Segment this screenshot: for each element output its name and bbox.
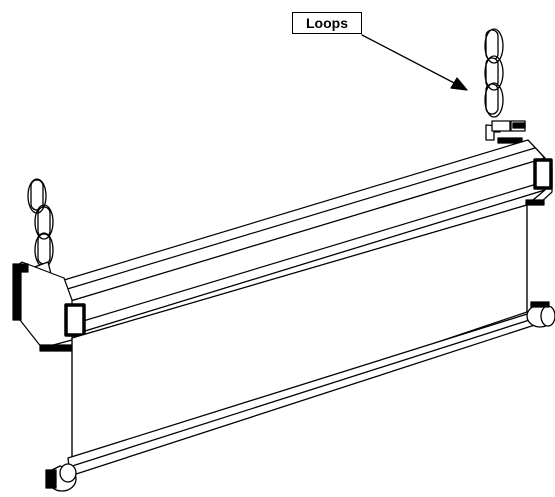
right-chain [484, 28, 504, 118]
roller-housing [13, 139, 553, 349]
right-endcap-brackets [525, 158, 553, 206]
left-chain [27, 178, 54, 268]
callout-arrow [361, 34, 468, 91]
bottom-bar [45, 301, 555, 492]
loops-callout-label: Loops [292, 12, 362, 34]
right-loop-hook [485, 120, 526, 144]
left-endcap-brackets [12, 263, 86, 352]
screen-fabric [71, 204, 528, 466]
